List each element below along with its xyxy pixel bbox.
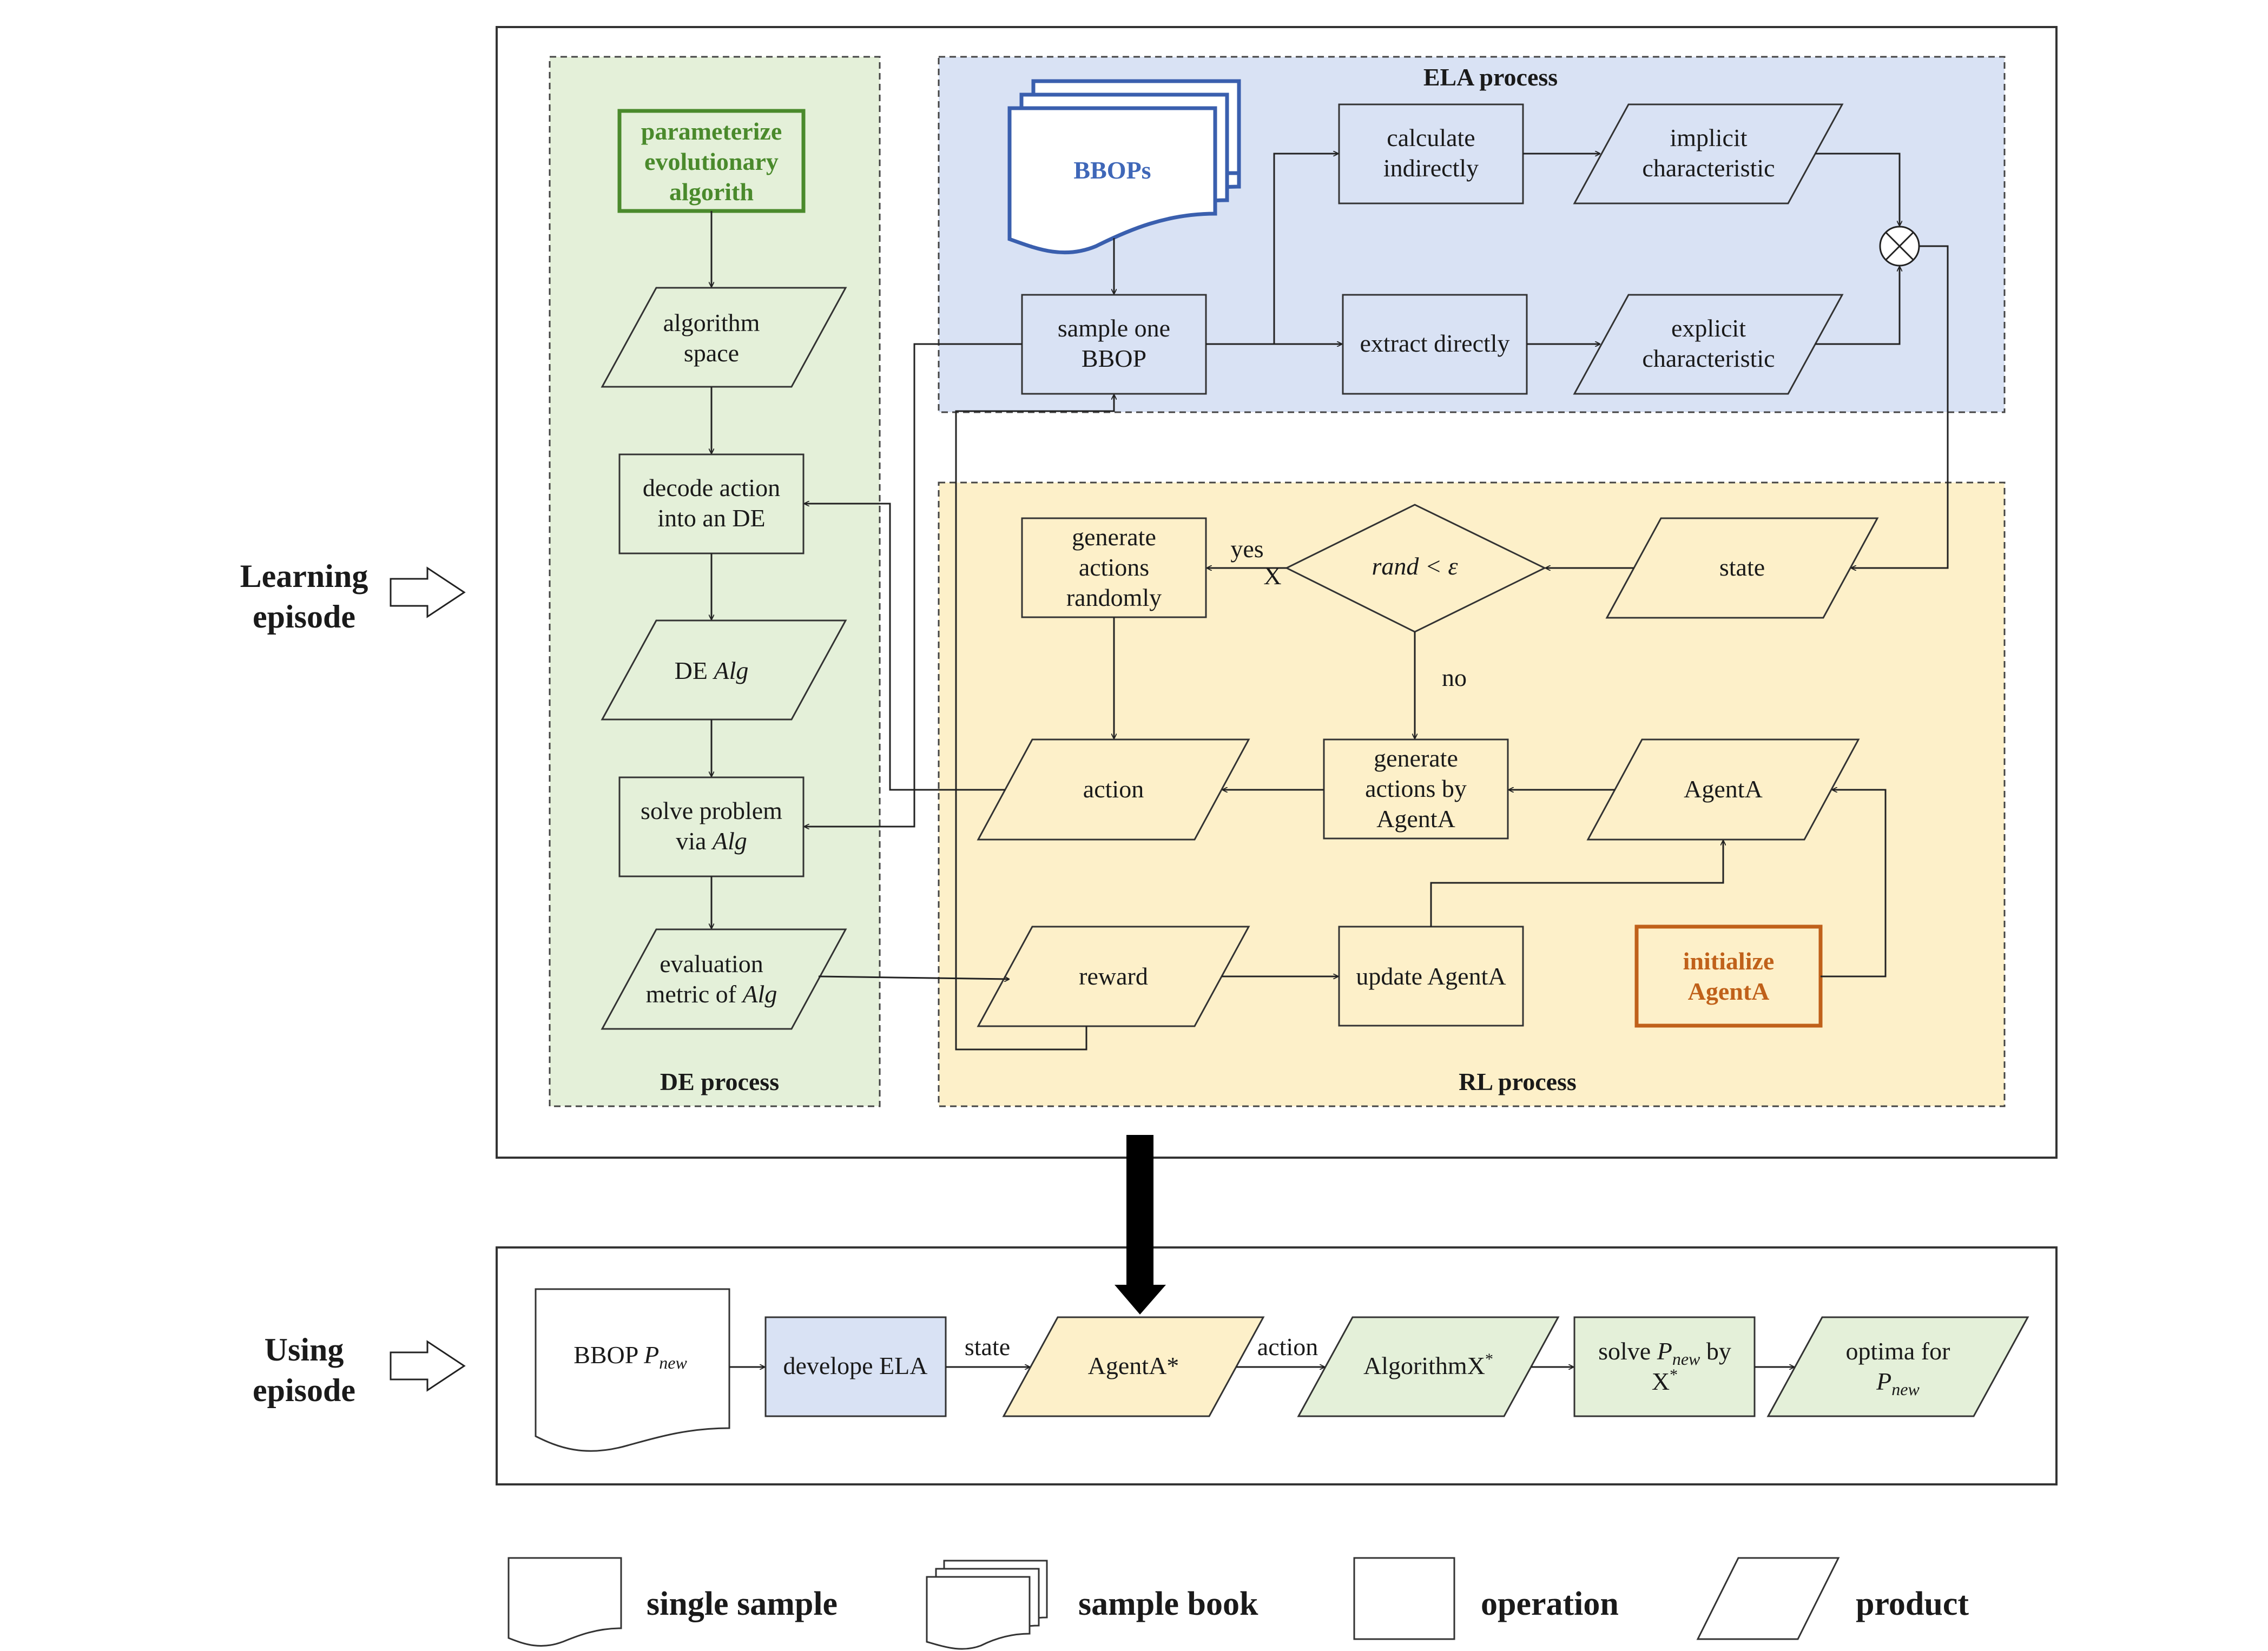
- using-label-line2: episode: [253, 1372, 355, 1408]
- algorithm-space-line1: algorithm: [663, 309, 760, 336]
- de-process-title: DE process: [660, 1068, 779, 1095]
- parameterize-line2: evolutionary: [644, 148, 779, 175]
- algorithm-space-product: [601, 287, 847, 388]
- initialize-agenta-box: [1634, 924, 1823, 1028]
- legend-operation-label: operation: [1481, 1586, 1619, 1622]
- legend-single-sample-shape: [507, 1557, 622, 1647]
- generate-randomly-box: [1021, 517, 1207, 618]
- extract-directly-label: extract directly: [1360, 329, 1509, 357]
- learning-episode-frame: [496, 26, 2058, 1159]
- optima-product: [1766, 1316, 2029, 1417]
- update-agenta-label: update AgentA: [1356, 962, 1506, 990]
- optima-line2: Pnew: [1876, 1368, 1920, 1399]
- learning-label-line1: Learning: [240, 558, 368, 594]
- develope-ela-box: [764, 1316, 947, 1417]
- sample-one-bbop-line1: sample one: [1058, 314, 1170, 342]
- generate-by-agent-line2: actions by: [1365, 775, 1467, 802]
- calculate-indirectly-box: [1338, 103, 1524, 204]
- bbops-sample-book: [1007, 79, 1241, 255]
- generate-by-agent-box: [1323, 738, 1509, 840]
- sample-one-bbop-box: [1021, 294, 1207, 395]
- explicit-characteristic-line2: characteristic: [1642, 345, 1775, 372]
- x-mark-label: X: [1263, 562, 1281, 590]
- generate-by-agent-line3: AgentA: [1376, 805, 1455, 833]
- generate-randomly-line2: actions: [1079, 553, 1149, 581]
- using-episode-frame: [496, 1246, 2058, 1485]
- legend-product-shape: [1696, 1557, 1840, 1640]
- no-label: no: [1442, 664, 1467, 691]
- solve-problem-box: [618, 776, 805, 877]
- learning-connectors: [711, 154, 1949, 1051]
- decision-label: rand < ε: [1372, 552, 1458, 580]
- bbops-label: BBOPs: [1073, 156, 1151, 184]
- decode-action-line2: into an DE: [657, 504, 765, 532]
- calculate-indirectly-line2: indirectly: [1383, 154, 1479, 182]
- using-state-edge-label: state: [965, 1333, 1010, 1361]
- update-agenta-box: [1338, 926, 1524, 1027]
- parameterize-line3: algorith: [669, 178, 754, 206]
- learning-hollow-arrow-icon: [390, 566, 466, 618]
- agenta-product: [1586, 738, 1860, 841]
- explicit-characteristic-line1: explicit: [1671, 314, 1746, 342]
- legend-single-sample-label: single sample: [647, 1586, 838, 1622]
- using-label-line1: Using: [265, 1332, 344, 1368]
- reward-product: [977, 926, 1250, 1027]
- algorithm-x-label: AlgorithmX*: [1363, 1350, 1493, 1379]
- algorithm-x-product: [1297, 1316, 1560, 1417]
- solve-problem-line1: solve problem: [641, 797, 782, 824]
- agenta-star-label: AgentA*: [1088, 1352, 1179, 1379]
- agenta-label: AgentA: [1684, 775, 1763, 803]
- epsilon-decision-diamond: [1284, 504, 1547, 633]
- episode-transition-arrow-icon: [1115, 1135, 1166, 1315]
- sample-one-bbop-line2: BBOP: [1082, 345, 1146, 372]
- implicit-characteristic-product: [1573, 103, 1844, 204]
- evaluation-metric-line1: evaluation: [660, 950, 763, 978]
- de-alg-label: DE Alg: [675, 657, 749, 684]
- solve-pnew-line1: solve Pnew by: [1598, 1337, 1731, 1369]
- solve-problem-line2: via Alg: [676, 827, 747, 855]
- state-label: state: [1719, 553, 1765, 581]
- evaluation-metric-line2: metric of Alg: [646, 980, 777, 1008]
- evaluation-metric-product: [601, 928, 847, 1030]
- bbop-pnew-single-sample: [535, 1288, 730, 1452]
- implicit-characteristic-line1: implicit: [1670, 124, 1747, 151]
- implicit-characteristic-line2: characteristic: [1642, 154, 1775, 182]
- state-product: [1605, 517, 1879, 619]
- decode-action-line1: decode action: [643, 474, 780, 501]
- ela-process-title: ELA process: [1423, 63, 1558, 91]
- learning-label-line2: episode: [253, 599, 355, 635]
- combine-junction-icon: [1879, 226, 1920, 267]
- action-product: [977, 738, 1250, 841]
- solve-pnew-line2: X*: [1652, 1366, 1678, 1395]
- legend-operation-shape: [1353, 1557, 1455, 1640]
- initialize-agenta-line1: initialize: [1683, 947, 1775, 975]
- solve-pnew-box: [1573, 1316, 1756, 1417]
- action-label: action: [1083, 775, 1144, 803]
- parameterize-algorithm-box: [617, 109, 806, 213]
- rl-process-title: RL process: [1459, 1068, 1577, 1095]
- generate-randomly-line3: randomly: [1066, 584, 1162, 611]
- reward-label: reward: [1079, 962, 1148, 990]
- optima-line1: optima for: [1846, 1337, 1950, 1365]
- algorithm-space-line2: space: [684, 339, 739, 367]
- using-hollow-arrow-icon: [390, 1340, 466, 1392]
- yes-label: yes: [1230, 535, 1263, 563]
- develope-ela-label: develope ELA: [783, 1352, 928, 1379]
- bbop-pnew-label: BBOP Pnew: [573, 1341, 687, 1372]
- initialize-agenta-line2: AgentA: [1688, 978, 1770, 1005]
- generate-randomly-line1: generate: [1072, 523, 1156, 551]
- calculate-indirectly-line1: calculate: [1387, 124, 1475, 151]
- legend-sample-book-label: sample book: [1078, 1586, 1258, 1622]
- explicit-characteristic-product: [1573, 294, 1844, 395]
- agenta-star-product: [1002, 1316, 1265, 1417]
- legend-product-label: product: [1856, 1586, 1969, 1622]
- de-alg-product: [601, 619, 847, 721]
- generate-by-agent-line1: generate: [1374, 744, 1458, 772]
- using-action-edge-label: action: [1257, 1333, 1318, 1361]
- parameterize-line1: parameterize: [641, 117, 782, 145]
- legend-sample-book-shape: [926, 1560, 1048, 1650]
